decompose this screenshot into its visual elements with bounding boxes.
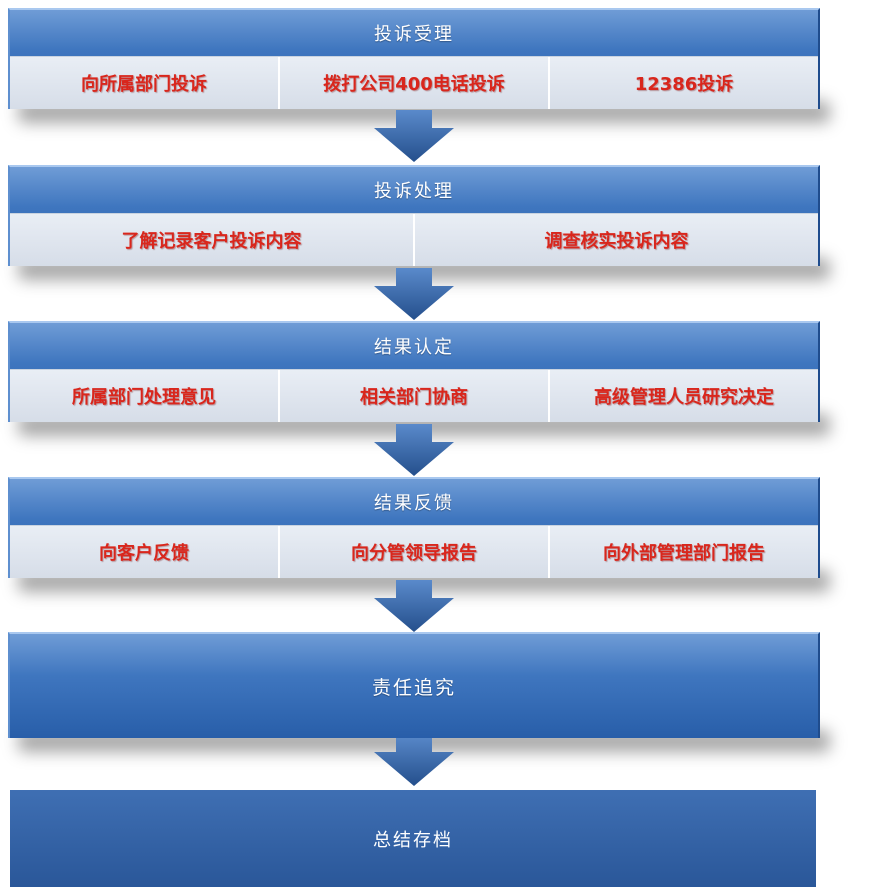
- step-item: 所属部门处理意见: [10, 370, 280, 422]
- down-arrow-icon: [374, 110, 454, 162]
- step-title: 结果认定: [374, 337, 454, 358]
- down-arrow-icon: [374, 268, 454, 320]
- step-complaint-handling: 投诉处理 了解记录客户投诉内容 调查核实投诉内容: [8, 165, 830, 280]
- step-item: 向外部管理部门报告: [603, 543, 765, 564]
- step-item: 高级管理人员研究决定: [594, 387, 774, 408]
- step-title: 总结存档: [373, 829, 453, 851]
- step-item: 向客户反馈: [10, 526, 280, 578]
- step-title: 结果反馈: [374, 493, 454, 514]
- step-result-determination: 结果认定 所属部门处理意见 相关部门协商 高级管理人员研究决定: [8, 321, 830, 436]
- step-box: 责任追究: [8, 632, 820, 738]
- step-item: 调查核实投诉内容: [544, 231, 689, 252]
- step-accountability: 责任追究: [8, 632, 830, 752]
- step-box: 结果反馈 向客户反馈 向分管领导报告 向外部管理部门报告: [8, 477, 820, 578]
- down-arrow-icon: [374, 424, 454, 476]
- step-result-feedback: 结果反馈 向客户反馈 向分管领导报告 向外部管理部门报告: [8, 477, 830, 592]
- step-title: 投诉受理: [374, 24, 454, 45]
- step-items: 所属部门处理意见 相关部门协商 高级管理人员研究决定: [10, 369, 818, 422]
- down-arrow-icon: [374, 580, 454, 632]
- step-item: 12386投诉: [634, 74, 734, 95]
- step-items: 向客户反馈 向分管领导报告 向外部管理部门报告: [10, 525, 818, 578]
- step-title: 责任追究: [371, 676, 456, 699]
- step-item: 拨打公司400电话投诉: [280, 57, 550, 109]
- step-item: 相关部门协商: [280, 370, 550, 422]
- step-box: 投诉处理 了解记录客户投诉内容 调查核实投诉内容: [8, 165, 820, 266]
- step-item: 向分管领导报告: [280, 526, 550, 578]
- step-items: 了解记录客户投诉内容 调查核实投诉内容: [10, 213, 818, 266]
- step-summary-archive: 总结存档: [10, 790, 816, 887]
- step-item: 了解记录客户投诉内容: [10, 214, 415, 266]
- step-items: 向所属部门投诉 拨打公司400电话投诉 12386投诉: [10, 56, 818, 109]
- down-arrow-icon: [374, 734, 454, 786]
- step-item: 向所属部门投诉: [10, 57, 280, 109]
- step-complaint-acceptance: 投诉受理 向所属部门投诉 拨打公司400电话投诉 12386投诉: [8, 8, 830, 123]
- step-title: 投诉处理: [374, 181, 454, 202]
- step-box: 投诉受理 向所属部门投诉 拨打公司400电话投诉 12386投诉: [8, 8, 820, 109]
- step-box: 结果认定 所属部门处理意见 相关部门协商 高级管理人员研究决定: [8, 321, 820, 422]
